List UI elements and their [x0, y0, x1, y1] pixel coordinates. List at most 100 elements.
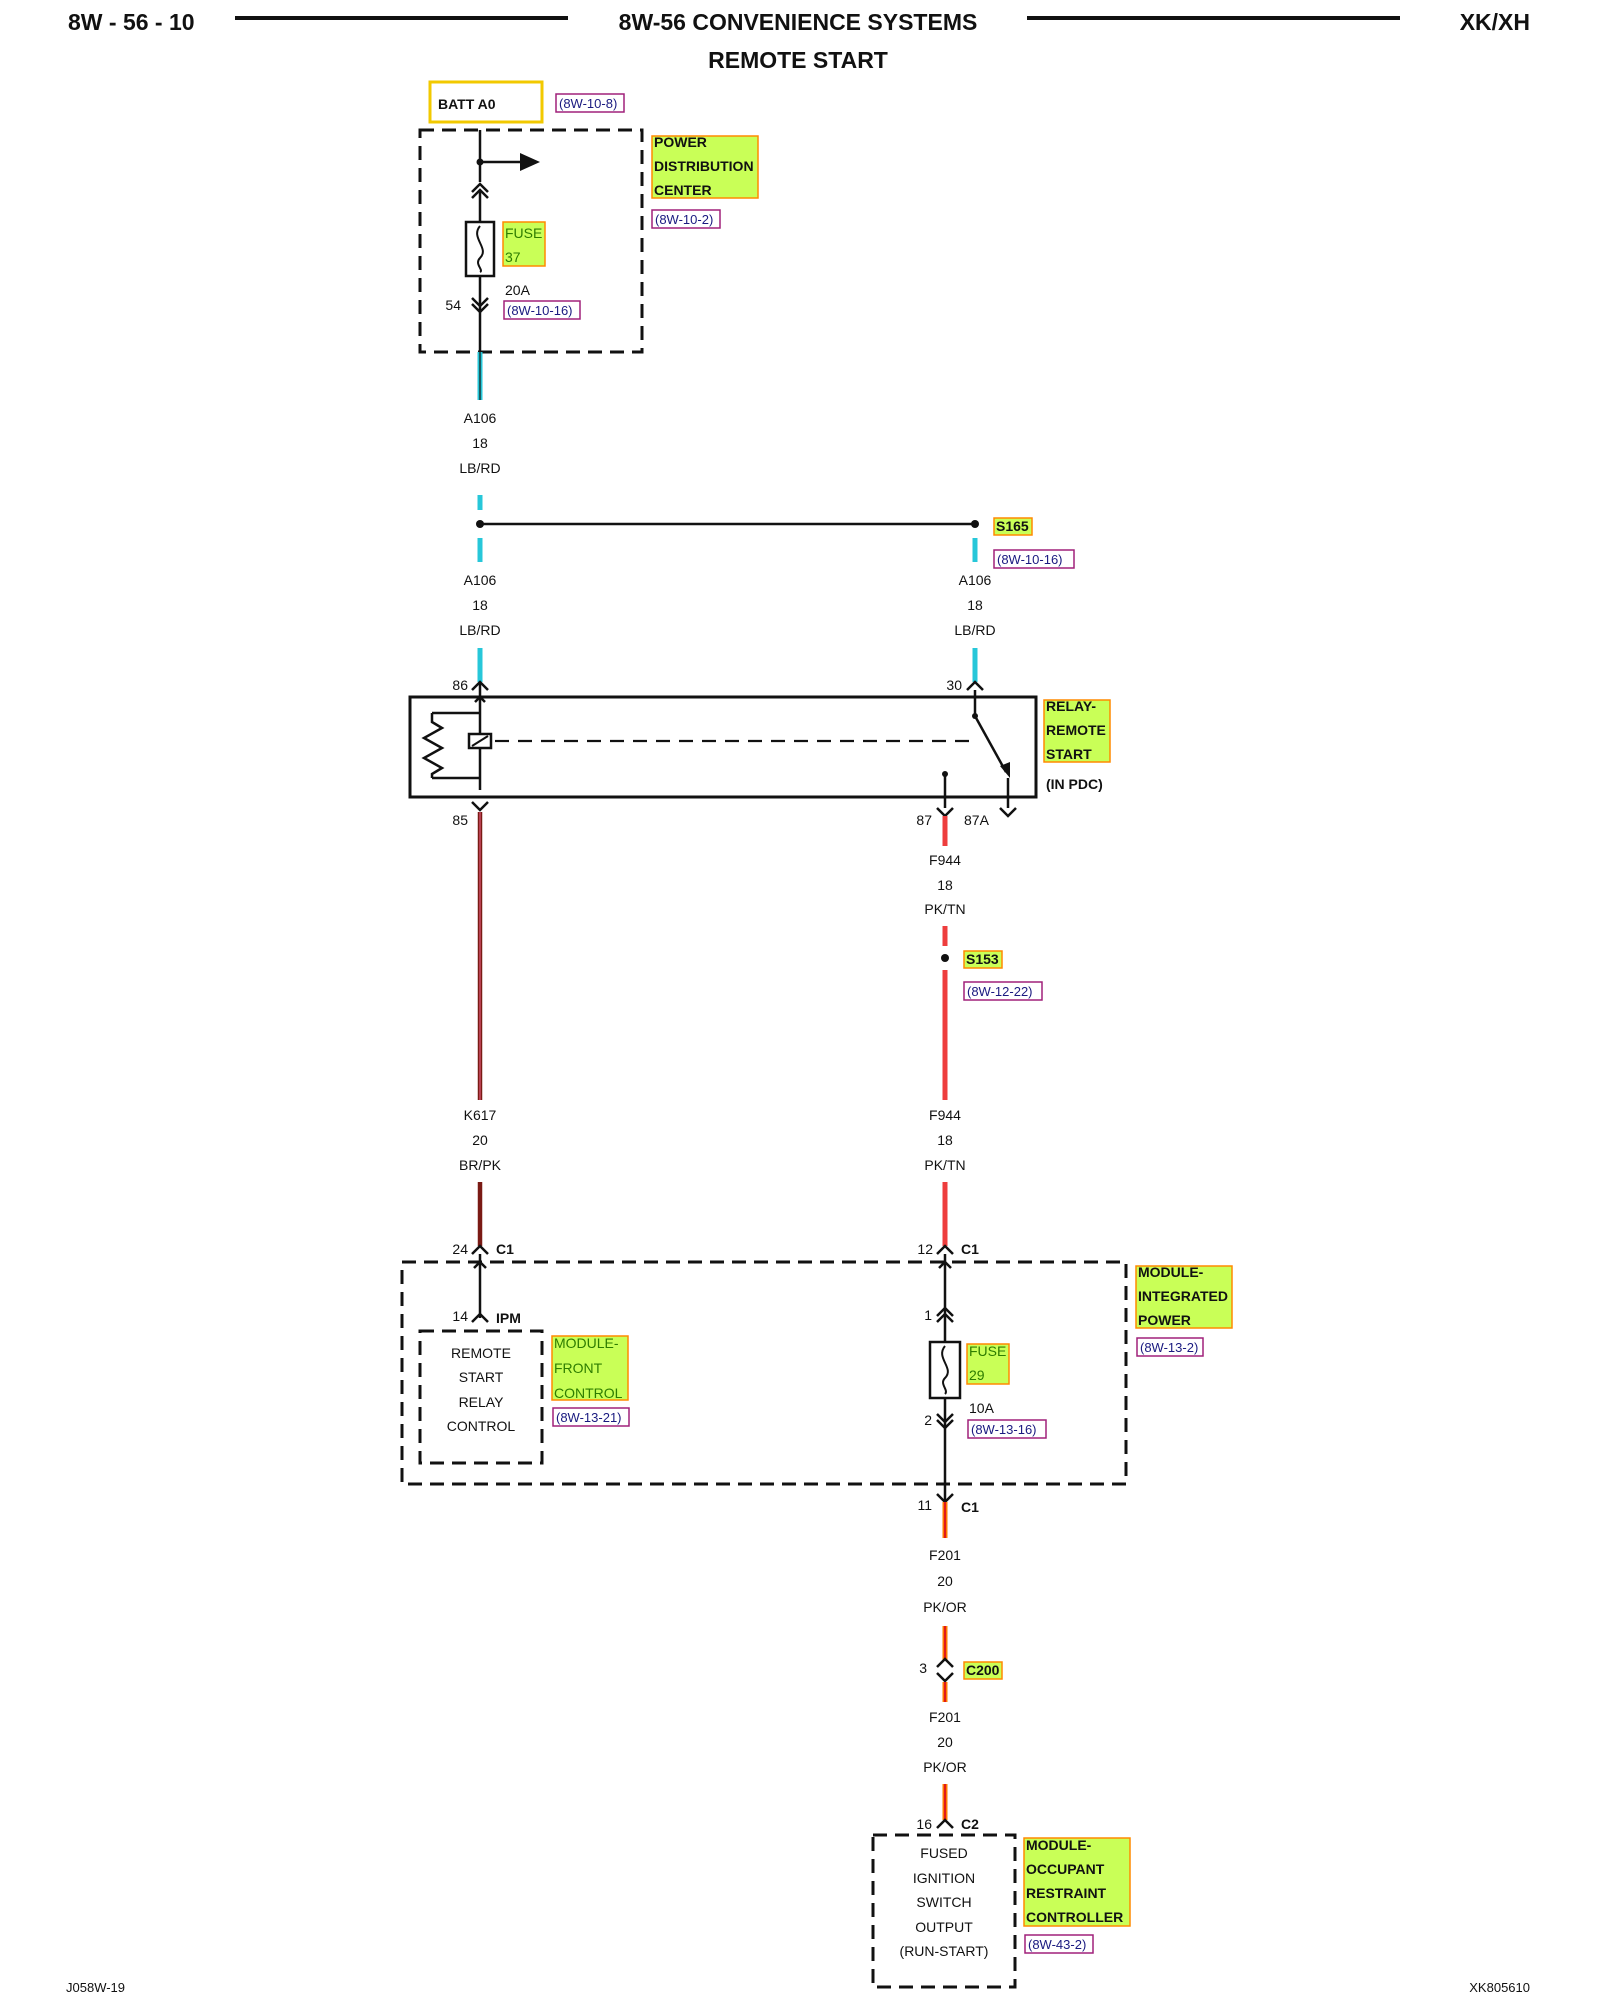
model-code: XK/XH — [1460, 9, 1530, 35]
batt-label: BATT A0 — [438, 96, 496, 112]
splice-s153-ref-box — [963, 981, 1043, 1001]
front-control-function: REMOTE — [451, 1345, 511, 1361]
wire-f944-circuit: F944 — [929, 852, 961, 868]
relay-body — [408, 695, 1038, 799]
fuse-37-ref: (8W-10-16) — [507, 303, 573, 318]
relay-label-line: START — [1046, 746, 1092, 762]
wire-f201-color: PK/OR — [923, 1599, 967, 1615]
pdc-feed-arrow-icon — [520, 153, 540, 171]
splice-s153-highlight — [963, 950, 1003, 969]
c200-chevron-icon — [936, 1657, 954, 1668]
fuse29-chevron-icon — [936, 1312, 954, 1323]
splice-s165: S165 (8W-10-16) — [476, 517, 1075, 569]
power-distribution-center: FUSE 37 20A (8W-10-16) 54 POWER DISTRIBU… — [418, 128, 759, 354]
wire-f944-gauge: 18 — [937, 877, 953, 893]
pdc-ref: (8W-10-2) — [655, 212, 713, 227]
ipm-pin-chevron-icon — [471, 1312, 489, 1323]
wire-a106-color: LB/RD — [459, 622, 500, 638]
wire-f201-gauge: 20 — [937, 1734, 953, 1750]
relay-label-highlight — [1043, 699, 1111, 763]
c200-highlight — [963, 1661, 1003, 1680]
c1-pin-24-chevron-icon — [471, 1244, 489, 1255]
orc-label-line: OCCUPANT — [1026, 1861, 1105, 1877]
pdc-label-line: CENTER — [654, 182, 712, 198]
pdc-label-line: POWER — [654, 134, 707, 150]
orc-function: SWITCH — [916, 1894, 971, 1910]
wire-f201-gauge: 20 — [937, 1573, 953, 1589]
splice-s153-ref: (8W-12-22) — [967, 984, 1033, 999]
front-control-function: START — [459, 1369, 504, 1385]
relay-pin-30: 30 — [946, 677, 962, 693]
splice-s153-label: S153 — [966, 951, 999, 967]
pdc-chevron-icon — [471, 303, 489, 314]
relay-pin-87: 87 — [916, 812, 932, 828]
relay-coil-resistor-icon — [421, 713, 445, 778]
mip-label-line: INTEGRATED — [1138, 1288, 1228, 1304]
pdc-boundary — [418, 128, 644, 354]
orc-function: OUTPUT — [915, 1919, 973, 1935]
wire-a106-gauge: 18 — [472, 597, 488, 613]
front-control-ref: (8W-13-21) — [556, 1410, 622, 1425]
orc-function: FUSED — [920, 1845, 967, 1861]
fuse-37-element-icon — [476, 225, 484, 273]
orc-ref: (8W-43-2) — [1028, 1937, 1086, 1952]
front-control-boundary — [418, 1329, 544, 1465]
occupant-restraint-controller: 16 C2 FUSED IGNITION SWITCH OUTPUT (RUN-… — [871, 1816, 1131, 1989]
front-control-label-line: CONTROL — [554, 1385, 623, 1401]
fuse-29-label: FUSE — [969, 1343, 1006, 1359]
wire-k617-circuit: K617 — [464, 1107, 497, 1123]
c1-pin-24: 24 — [452, 1241, 468, 1257]
relay-switch-blade-icon — [973, 715, 1008, 773]
c1-connector-label: C1 — [961, 1241, 979, 1257]
c1-connector-label: C1 — [961, 1499, 979, 1515]
footer-left-code: J058W-19 — [66, 1980, 125, 1995]
fuse29-chevron-icon — [936, 1419, 954, 1430]
c1-connector-label: C1 — [496, 1241, 514, 1257]
c200-chevron-icon — [936, 1672, 954, 1683]
fuse-37-highlight — [502, 221, 546, 267]
wire-f944-color: PK/TN — [924, 901, 965, 917]
orc-label-line: CONTROLLER — [1026, 1909, 1123, 1925]
page-code: 8W - 56 - 10 — [68, 9, 195, 35]
wire-a106-circuit: A106 — [464, 572, 497, 588]
fuse-29-element-icon — [941, 1345, 949, 1395]
splice-s165-ref: (8W-10-16) — [997, 552, 1063, 567]
c200-label: C200 — [966, 1662, 1000, 1678]
wire-a106-circuit: A106 — [959, 572, 992, 588]
pdc-label-line: DISTRIBUTION — [654, 158, 754, 174]
wire-a106-lower-labels: A106 18 LB/RD A106 18 LB/RD — [459, 572, 996, 682]
module-integrated-power: 24 C1 12 C1 14 IPM REMOTE START RELAY CO… — [400, 1241, 1233, 1515]
front-control-label-line: MODULE- — [554, 1335, 619, 1351]
fuse-37-ref-box — [503, 300, 581, 320]
fuse-37-label: FUSE — [505, 225, 542, 241]
front-control-label-line: FRONT — [554, 1360, 603, 1376]
fuse-37-rating: 20A — [505, 282, 531, 298]
relay-pin-30-chevron-icon — [966, 680, 984, 691]
relay-label-line: RELAY- — [1046, 698, 1096, 714]
relay-pin-87a: 87A — [964, 812, 990, 828]
splice-s165-ref-box — [993, 549, 1075, 569]
wire-f944-gauge: 18 — [937, 1132, 953, 1148]
c2-pin-16: 16 — [916, 1816, 932, 1832]
relay-pin-86: 86 — [452, 677, 468, 693]
wire-a106-gauge: 18 — [967, 597, 983, 613]
orc-ref-box — [1024, 1934, 1094, 1954]
fuse-29-pin-1: 1 — [924, 1307, 932, 1323]
front-control-function: CONTROL — [447, 1418, 516, 1434]
pdc-pin-54: 54 — [445, 297, 461, 313]
splice-s165-highlight — [993, 517, 1033, 536]
splice-s165-label: S165 — [996, 518, 1029, 534]
batt-box — [428, 80, 544, 124]
batt-a0-source: BATT A0 (8W-10-8) — [428, 80, 625, 124]
ipm-pin-14: 14 — [452, 1308, 468, 1324]
fuse-37-number: 37 — [505, 249, 521, 265]
ipm-label: IPM — [496, 1310, 521, 1326]
footer: J058W-19 XK805610 — [66, 1980, 1530, 1995]
mip-ref-box — [1136, 1337, 1204, 1357]
fuse-29-pin-2: 2 — [924, 1412, 932, 1428]
mip-chevron-icon — [473, 1260, 487, 1269]
relay-pin-87a-chevron-icon — [999, 807, 1017, 818]
c2-pin-16-chevron-icon — [936, 1818, 954, 1829]
orc-label-highlight — [1023, 1837, 1131, 1927]
